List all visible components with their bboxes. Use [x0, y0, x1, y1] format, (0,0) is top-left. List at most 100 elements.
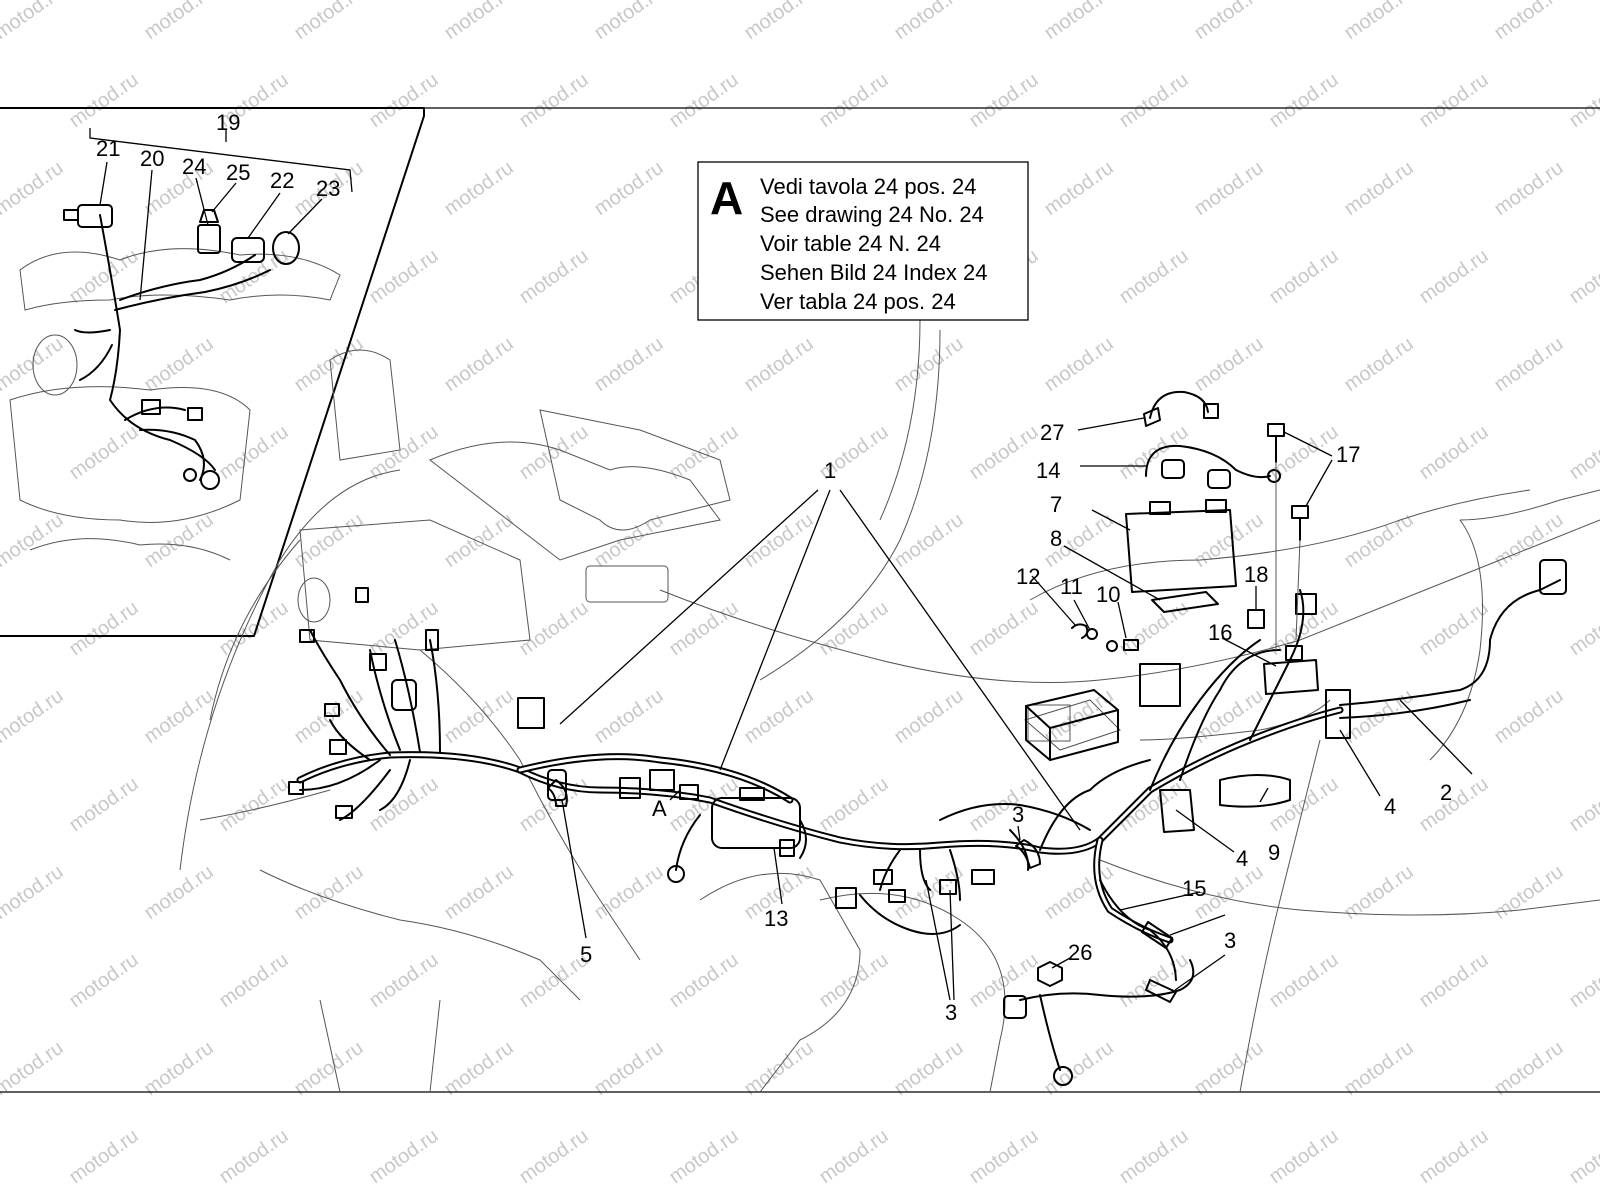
callout-leaders: [559, 417, 1473, 1001]
legend-line-1: Vedi tavola 24 pos. 24: [760, 174, 977, 199]
callout-8: 8: [1050, 526, 1062, 551]
watermark-text: motod.ru: [740, 1037, 817, 1100]
watermark-text: motod.ru: [1040, 333, 1117, 396]
watermark-text: motod.ru: [815, 1125, 892, 1188]
watermark-text: motod.ru: [590, 0, 667, 44]
inset-labels: 19 21 20 24 25 22 23: [96, 110, 340, 201]
watermark-text: motod.ru: [1265, 69, 1342, 132]
watermark-text: motod.ru: [1415, 421, 1492, 484]
watermark-text: motod.ru: [290, 0, 367, 44]
callout-3-lower: 3: [945, 1000, 957, 1025]
watermark-text: motod.ru: [590, 861, 667, 924]
watermark-text: motod.ru: [1565, 773, 1600, 836]
watermark-text: motod.ru: [65, 949, 142, 1012]
watermark-text: motod.ru: [815, 773, 892, 836]
watermark-text: motod.ru: [1415, 597, 1492, 660]
inset-group-label: 19: [216, 110, 240, 135]
watermark-text: motod.ru: [65, 421, 142, 484]
main-wiring-harness: [288, 559, 1567, 1086]
watermark-text: motod.ru: [0, 861, 68, 924]
watermark-text: motod.ru: [0, 1037, 68, 1100]
watermark-text: motod.ru: [365, 949, 442, 1012]
watermark-text: motod.ru: [215, 597, 292, 660]
watermark-text: motod.ru: [1040, 0, 1117, 44]
watermark-text: motod.ru: [290, 1037, 367, 1100]
legend-letter: A: [710, 172, 743, 224]
watermark-text: motod.ru: [440, 157, 517, 220]
watermark-text: motod.ru: [65, 245, 142, 308]
callout-26: 26: [1068, 940, 1092, 965]
watermark-text: motod.ru: [140, 333, 217, 396]
watermark-text: motod.ru: [1490, 861, 1567, 924]
callout-10: 10: [1096, 582, 1120, 607]
watermark-text: motod.ru: [440, 685, 517, 748]
watermark-text: motod.ru: [215, 421, 292, 484]
watermark-text: motod.ru: [365, 421, 442, 484]
watermark-text: motod.ru: [1490, 157, 1567, 220]
watermark-text: motod.ru: [890, 0, 967, 44]
watermark-text: motod.ru: [1115, 949, 1192, 1012]
watermark-text: motod.ru: [1565, 245, 1600, 308]
watermark-text: motod.ru: [140, 861, 217, 924]
callout-18: 18: [1244, 562, 1268, 587]
watermark-text: motod.ru: [1415, 773, 1492, 836]
watermark-text: motod.ru: [1265, 1125, 1342, 1188]
watermark-text: motod.ru: [590, 1037, 667, 1100]
watermark-text: motod.ru: [515, 245, 592, 308]
watermark-text: motod.ru: [290, 509, 367, 572]
watermark-text: motod.ru: [590, 685, 667, 748]
watermark-text: motod.ru: [440, 0, 517, 44]
watermark-text: motod.ru: [1190, 1037, 1267, 1100]
inset-label-22: 22: [270, 168, 294, 193]
watermark-text: motod.ru: [365, 69, 442, 132]
watermark-text: motod.ru: [590, 157, 667, 220]
watermark-text: motod.ru: [1190, 157, 1267, 220]
watermark-text: motod.ru: [740, 509, 817, 572]
watermark-text: motod.ru: [1340, 333, 1417, 396]
watermark-text: motod.ru: [1565, 597, 1600, 660]
watermark-text: motod.ru: [140, 509, 217, 572]
watermark-text: motod.ru: [440, 333, 517, 396]
callout-16: 16: [1208, 620, 1232, 645]
watermark-text: motod.ru: [1265, 245, 1342, 308]
watermark-text: motod.ru: [1565, 1125, 1600, 1188]
watermark-text: motod.ru: [440, 861, 517, 924]
callout-3-right: 3: [1224, 928, 1236, 953]
watermark-text: motod.ru: [890, 1037, 967, 1100]
watermark-text: motod.ru: [65, 1125, 142, 1188]
callout-1: 1: [824, 458, 836, 483]
watermark-text: motod.ru: [740, 0, 817, 44]
watermark-text: motod.ru: [965, 597, 1042, 660]
watermark-text: motod.ru: [740, 333, 817, 396]
watermark-text: motod.ru: [215, 773, 292, 836]
callout-2: 2: [1440, 780, 1452, 805]
watermark-text: motod.ru: [1190, 333, 1267, 396]
watermark-text: motod.ru: [140, 0, 217, 44]
legend-line-4: Sehen Bild 24 Index 24: [760, 260, 988, 285]
part-callouts: 1 2 3 3 3 4 4 5 7 8 9 10 11 12 13 14 15 …: [580, 420, 1452, 1025]
watermark-text: motod.ru: [515, 69, 592, 132]
watermark-text: motod.ru: [65, 597, 142, 660]
watermark-text: motod.ru: [290, 861, 367, 924]
inset-label-23: 23: [316, 176, 340, 201]
watermark-text: motod.ru: [740, 685, 817, 748]
watermark-text: motod.ru: [665, 421, 742, 484]
reference-marker-a: A: [652, 796, 667, 821]
watermark-text: motod.ru: [440, 1037, 517, 1100]
watermark-text: motod.ru: [365, 245, 442, 308]
callout-5: 5: [580, 942, 592, 967]
motorcycle-outline: [179, 319, 1600, 1093]
watermark-text: motod.ru: [1490, 333, 1567, 396]
inset-detail: [0, 107, 425, 637]
watermark-text: motod.ru: [815, 69, 892, 132]
callout-12: 12: [1016, 564, 1040, 589]
watermark-text: motod.ru: [1490, 1037, 1567, 1100]
watermark-text: motod.ru: [290, 333, 367, 396]
watermark-text: motod.ru: [590, 333, 667, 396]
watermark-text: motod.ru: [0, 685, 68, 748]
watermark-text: motod.ru: [815, 949, 892, 1012]
watermark-text: motod.ru: [515, 1125, 592, 1188]
watermark-text: motod.ru: [1340, 157, 1417, 220]
battery-group: [1071, 390, 1319, 695]
watermark-text: motod.ru: [1115, 1125, 1192, 1188]
